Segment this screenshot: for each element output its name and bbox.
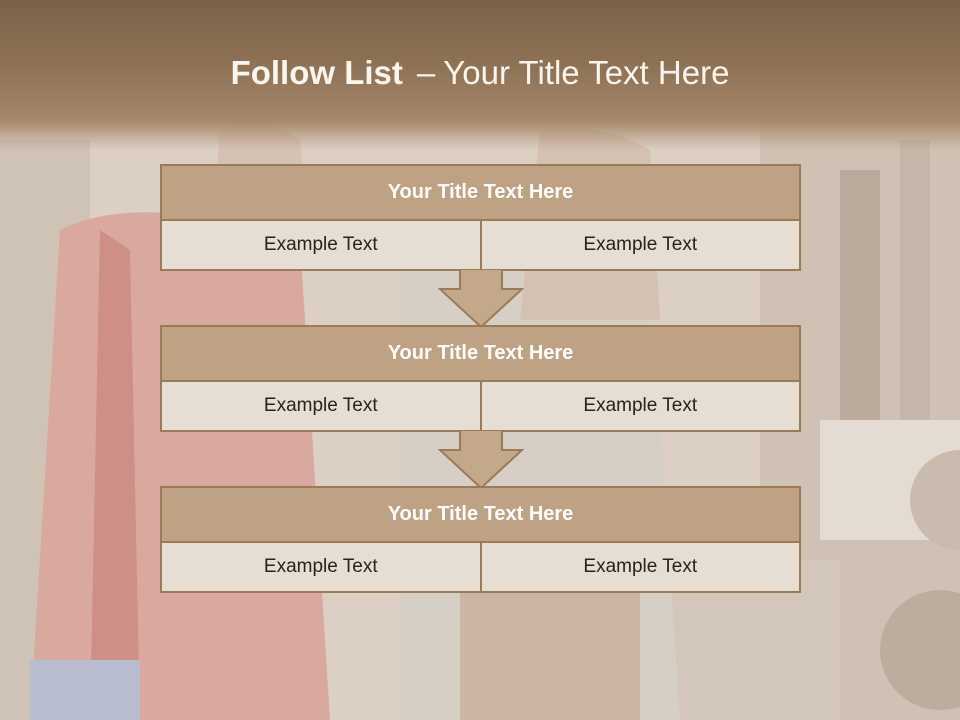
title-bold-part: Follow List — [230, 54, 403, 91]
list-block-2: Your Title Text Here Example Text Exampl… — [160, 325, 801, 432]
slide-title: Follow List–Your Title Text Here — [0, 54, 960, 92]
down-arrow-icon — [438, 269, 524, 329]
block-cell-right: Example Text — [479, 543, 799, 591]
list-block-3: Your Title Text Here Example Text Exampl… — [160, 486, 801, 593]
block-title: Your Title Text Here — [160, 486, 801, 543]
block-title: Your Title Text Here — [160, 325, 801, 382]
block-row: Example Text Example Text — [160, 382, 801, 432]
block-cell-right: Example Text — [479, 382, 799, 430]
down-arrow-icon — [438, 430, 524, 490]
block-row: Example Text Example Text — [160, 543, 801, 593]
title-dash: – — [416, 54, 436, 91]
block-title: Your Title Text Here — [160, 164, 801, 221]
title-bar — [0, 0, 960, 150]
block-cell-right: Example Text — [479, 221, 799, 269]
block-cell-left: Example Text — [162, 221, 480, 269]
list-block-1: Your Title Text Here Example Text Exampl… — [160, 164, 801, 271]
block-cell-left: Example Text — [162, 382, 480, 430]
block-row: Example Text Example Text — [160, 221, 801, 271]
block-cell-left: Example Text — [162, 543, 480, 591]
title-rest: Your Title Text Here — [443, 54, 730, 91]
